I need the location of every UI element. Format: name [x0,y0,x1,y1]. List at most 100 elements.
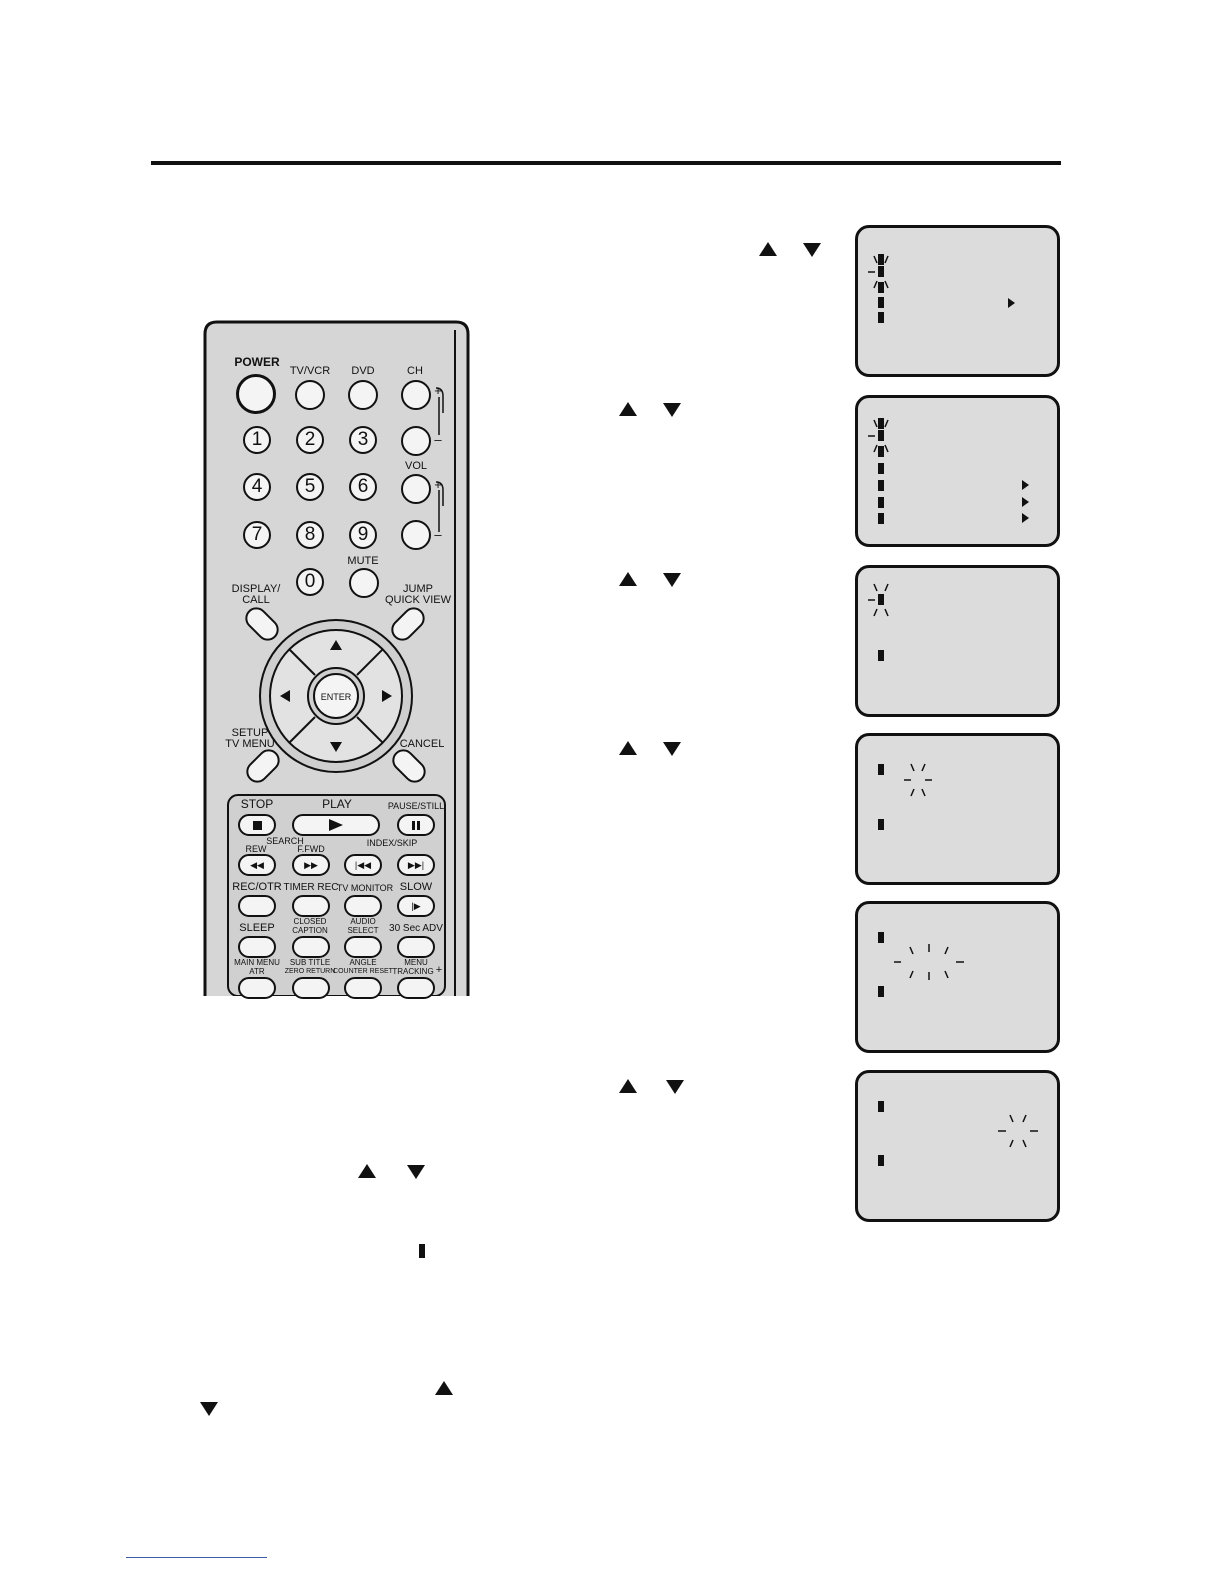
digit-3-button[interactable]: 3 [349,426,377,454]
down-triangle-icon [663,403,681,417]
power-button[interactable] [236,374,276,414]
up-triangle-icon [358,1164,376,1178]
remote-body [203,320,470,996]
osd-screen-5 [855,901,1060,1053]
menu-label: MENU [404,958,428,967]
jump-label: JUMP [403,583,433,595]
slow-icon: |▶ [411,901,421,911]
play-button[interactable] [292,814,380,836]
ch-plus-label: + [434,383,442,398]
up-triangle-icon [759,242,777,256]
tv-vcr-button[interactable] [295,380,325,410]
stop-label: STOP [240,797,274,811]
digit-4-button[interactable]: 4 [243,473,271,501]
slow-button[interactable]: |▶ [397,895,435,917]
up-triangle-icon [619,572,637,586]
rec-otr-button[interactable] [238,895,276,917]
digit-7-button[interactable]: 7 [243,521,271,549]
skip-forward-icon: ▶▶| [407,860,425,870]
blinking-digit-icon [998,1114,1038,1148]
pause-still-label: PAUSE/STILL [387,801,445,811]
vol-down-button[interactable] [401,520,431,550]
ch-label: CH [407,365,423,377]
up-triangle-icon [435,1381,453,1395]
rew-button[interactable]: ◀◀ [238,854,276,876]
sleep-button[interactable] [238,936,276,958]
digit-6-button[interactable]: 6 [349,473,377,501]
right-arrow-button[interactable] [374,676,400,716]
skip-forward-button[interactable]: ▶▶| [397,854,435,876]
power-label: POWER [234,355,280,369]
play-label: PLAY [322,797,352,811]
search-label: SEARCH [266,836,304,846]
atr-label: ATR [249,967,265,976]
enter-label: ENTER [320,692,352,702]
down-triangle-icon [663,742,681,756]
closed-caption-button[interactable] [292,936,330,958]
submenu-arrow-icon [1008,298,1015,308]
sub-title-button[interactable] [292,977,330,999]
mute-button[interactable] [349,568,379,598]
cancel-label: CANCEL [399,738,445,750]
digit-0-button[interactable]: 0 [296,568,324,596]
blinking-digits-icon [894,944,964,980]
rewind-icon: ◀◀ [250,860,264,870]
ffwd-button[interactable]: ▶▶ [292,854,330,876]
tracking-label: TRACKING [392,967,434,976]
play-icon [329,819,343,831]
up-triangle-icon [619,402,637,416]
audio-select-button[interactable] [344,936,382,958]
blinking-digit-icon [904,763,932,797]
caption-label: CAPTION [292,926,328,935]
ffwd-label: F.FWD [297,844,325,854]
up-arrow-button[interactable] [316,632,356,658]
menu-tracking-button[interactable] [397,977,435,999]
digit-5-button[interactable]: 5 [296,473,324,501]
blinking-cursor-icon [868,255,889,289]
rec-otr-label: REC/OTR [232,881,282,893]
blinking-cursor-icon [868,419,889,453]
down-arrow-button[interactable] [316,734,356,760]
cursor-bar-icon [419,1244,425,1258]
main-menu-atr-button[interactable] [238,977,276,999]
timer-rec-button[interactable] [292,895,330,917]
digit-8-button[interactable]: 8 [296,521,324,549]
zero-return-label: ZERO RETURN [284,968,336,975]
mute-label: MUTE [347,555,379,567]
vol-up-button[interactable] [401,474,431,504]
stop-icon [252,821,262,830]
submenu-arrow-icon [1022,480,1029,490]
sec-adv-button[interactable] [397,936,435,958]
dvd-button[interactable] [348,380,378,410]
setup-label: SETUP [231,727,269,739]
digit-2-button[interactable]: 2 [296,426,324,454]
ch-up-button[interactable] [401,380,431,410]
tv-monitor-button[interactable] [344,895,382,917]
blinking-cursor-icon [868,583,889,617]
down-triangle-icon [407,1165,425,1179]
skip-back-button[interactable]: |◀◀ [344,854,382,876]
remote-control-illustration: POWER TV/VCR DVD CH + – VOL + – 1 2 3 4 … [203,320,470,999]
select-label: SELECT [347,926,379,935]
fast-forward-icon: ▶▶ [304,860,318,870]
angle-button[interactable] [344,977,382,999]
left-arrow-button[interactable] [272,676,298,716]
digit-9-button[interactable]: 9 [349,521,377,549]
vol-label: VOL [404,460,427,472]
pause-still-button[interactable] [397,814,435,836]
up-triangle-icon [619,741,637,755]
skip-back-icon: |◀◀ [354,860,372,870]
stop-button[interactable] [238,814,276,836]
vol-plus-label: + [434,477,442,492]
sec-adv-label: 30 Sec ADV [389,923,443,934]
submenu-arrow-icon [1022,513,1029,523]
digit-1-button[interactable]: 1 [243,426,271,454]
down-triangle-icon [663,573,681,587]
down-triangle-icon [200,1402,218,1416]
ch-down-button[interactable] [401,426,431,456]
osd-screen-3 [855,565,1060,717]
quick-view-label: QUICK VIEW [384,594,451,606]
audio-label: AUDIO [350,917,376,926]
page-link-underline[interactable] [126,1557,267,1558]
vol-minus-label: – [434,527,442,542]
